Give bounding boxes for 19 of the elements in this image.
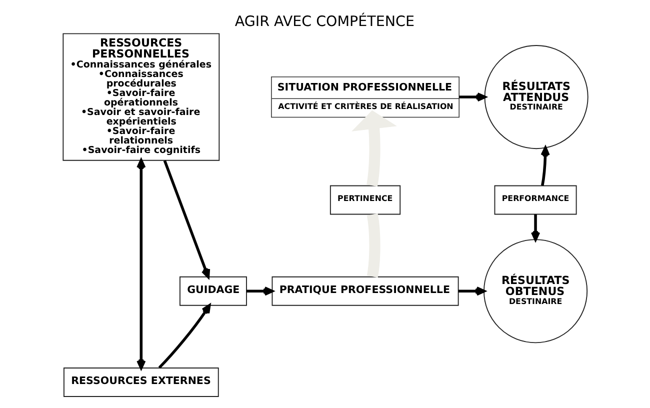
node-box: PERTINENCE (329, 185, 400, 215)
node-circle: RÉSULTATS ATTENDUS DESTINAIRE (484, 45, 588, 150)
arrow (351, 110, 396, 186)
arrow (540, 146, 550, 186)
arrow (162, 160, 210, 278)
diagram-title: AGIR AVEC COMPÉTENCE (234, 14, 414, 30)
arrow (458, 92, 486, 102)
arrow (530, 214, 540, 241)
connector (366, 213, 380, 278)
arrow (158, 304, 210, 369)
node-box: RESSOURCES PERSONNELLES •Connaissances générales •Connaissances procédurales •Savoir-faire opérationnels •Savoir et savoir-faire expérientiels •Savoir-faire relationnels •Savoir-faire cognitifs (62, 33, 220, 161)
arrow (458, 286, 485, 296)
arrow (246, 286, 273, 296)
node-box: GUIDAGE (179, 276, 246, 306)
node-box: RESSOURCES EXTERNES (62, 367, 218, 397)
node-box: PRATIQUE PROFESSIONNELLE (271, 276, 458, 306)
node-box: PERFORMANCE (494, 185, 576, 215)
arrow (136, 159, 146, 370)
node-circle: RÉSULTATS OBTENUS DESTINAIRE (483, 239, 588, 344)
